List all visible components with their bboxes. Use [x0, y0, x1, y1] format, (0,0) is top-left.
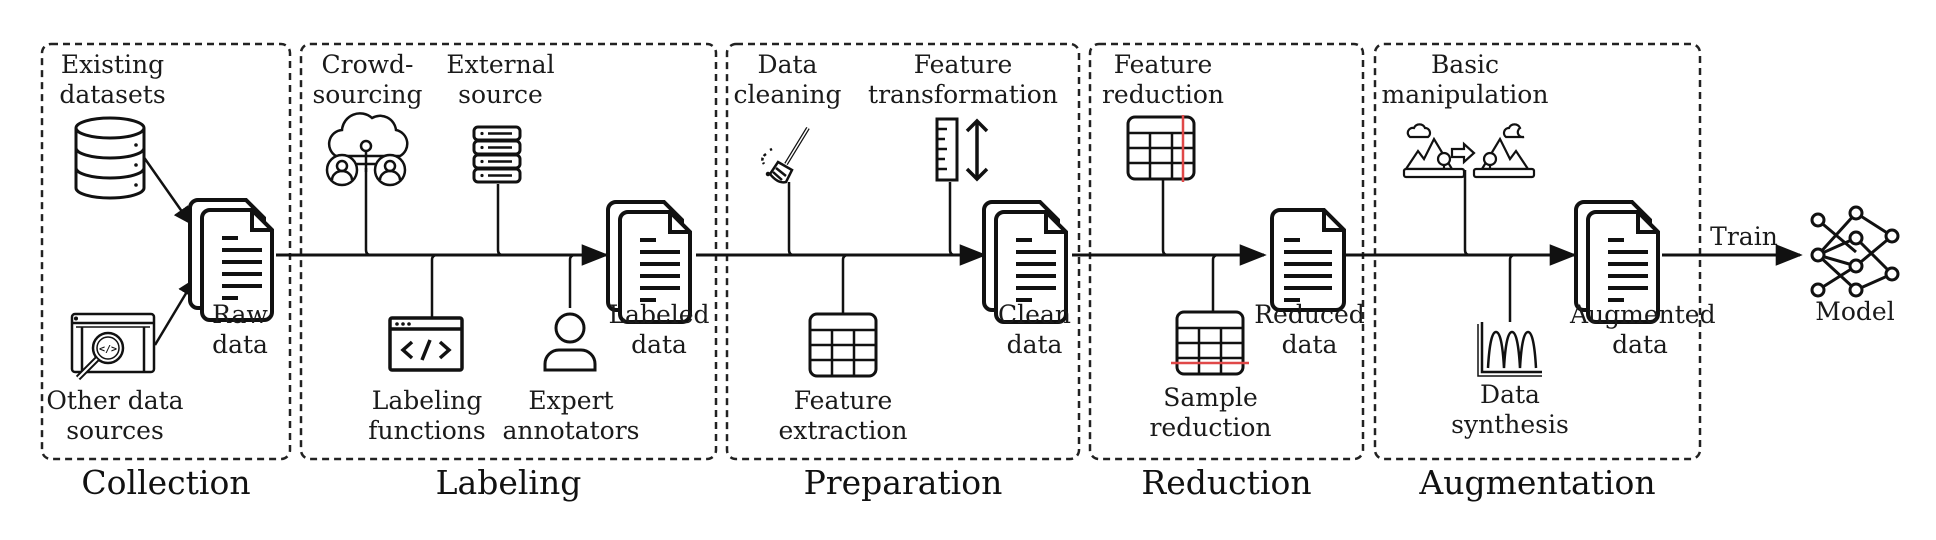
connector-other-sources: [153, 278, 196, 346]
panel-collection: [40, 42, 292, 461]
connector-expert-annotators: [568, 253, 576, 308]
synthesis-chart-icon: [1477, 322, 1542, 377]
connector-feature-extraction: [841, 253, 849, 316]
label-labeling-functions: Labeling functions: [368, 386, 486, 445]
code-window-icon: [388, 316, 464, 372]
connector-existing-datasets: [141, 155, 192, 225]
sample-reduction-table-icon: [1171, 310, 1249, 376]
connector-external-source: [496, 184, 504, 257]
label-data-cleaning: Data cleaning: [733, 50, 842, 109]
label-expert-annotators: Expert annotators: [502, 386, 640, 445]
label-external-source: External source: [446, 50, 555, 109]
panel-labeling: [299, 42, 718, 461]
neural-network-model-icon: [1810, 205, 1900, 298]
label-labeled-data: Labeled data: [608, 300, 710, 359]
connector-sample-reduction: [1211, 253, 1219, 314]
ruler-scaling-icon: [935, 117, 989, 182]
reduced-data-document-icon: [1270, 208, 1346, 312]
panel-augmentation: [1373, 42, 1702, 461]
panel-preparation: [725, 42, 1081, 461]
connector-feature-reduction: [1161, 172, 1169, 257]
label-basic-manipulation: Basic manipulation: [1381, 50, 1549, 109]
label-existing-datasets: Existing datasets: [59, 50, 166, 109]
label-other-data-sources: Other data sources: [46, 386, 184, 445]
image-transform-icon: [1402, 123, 1536, 179]
label-reduced-data: Reduced data: [1254, 300, 1365, 359]
label-clean-data: Clean data: [998, 300, 1071, 359]
expert-person-icon: [543, 312, 597, 372]
connector-labeling-functions: [430, 253, 438, 318]
stage-panels: [40, 42, 1702, 461]
stage-title-labeling: Labeling: [435, 463, 582, 502]
broom-cleaning-icon: [761, 126, 810, 184]
label-data-synthesis: Data synthesis: [1451, 380, 1569, 439]
connector-basic-manipulation: [1463, 170, 1471, 257]
web-source-search-icon: </>: [70, 312, 156, 381]
label-crowdsourcing: Crowd- sourcing: [312, 50, 423, 109]
label-feature-extraction: Feature extraction: [778, 386, 908, 445]
label-augmented-data: Augmented data: [1570, 300, 1716, 359]
label-feature-reduction: Feature reduction: [1101, 50, 1225, 109]
label-model: Model: [1815, 297, 1895, 326]
database-icon: [74, 116, 146, 200]
connector-data-synthesis: [1508, 253, 1516, 322]
panel-reduction: [1088, 42, 1365, 461]
feature-extraction-table-icon: [808, 312, 878, 378]
stage-title-augmentation: Augmentation: [1419, 463, 1656, 502]
connector-crowdsourcing: [364, 168, 372, 257]
connector-feature-transformation: [948, 182, 956, 257]
feature-reduction-table-icon: [1126, 115, 1196, 182]
stage-title-preparation: Preparation: [803, 463, 1003, 502]
crowdsourcing-cloud-icon: [325, 112, 409, 187]
label-train-edge: Train: [1710, 222, 1778, 251]
label-feature-transformation: Feature transformation: [868, 50, 1058, 109]
connector-data-cleaning: [787, 182, 795, 257]
svg-text:</>: </>: [99, 344, 117, 355]
branch-connectors: [141, 155, 1516, 346]
stage-title-collection: Collection: [81, 463, 251, 502]
server-icon: [472, 125, 522, 184]
stage-title-reduction: Reduction: [1141, 463, 1312, 502]
label-raw-data: Raw data: [212, 300, 268, 359]
label-sample-reduction: Sample reduction: [1149, 383, 1272, 442]
